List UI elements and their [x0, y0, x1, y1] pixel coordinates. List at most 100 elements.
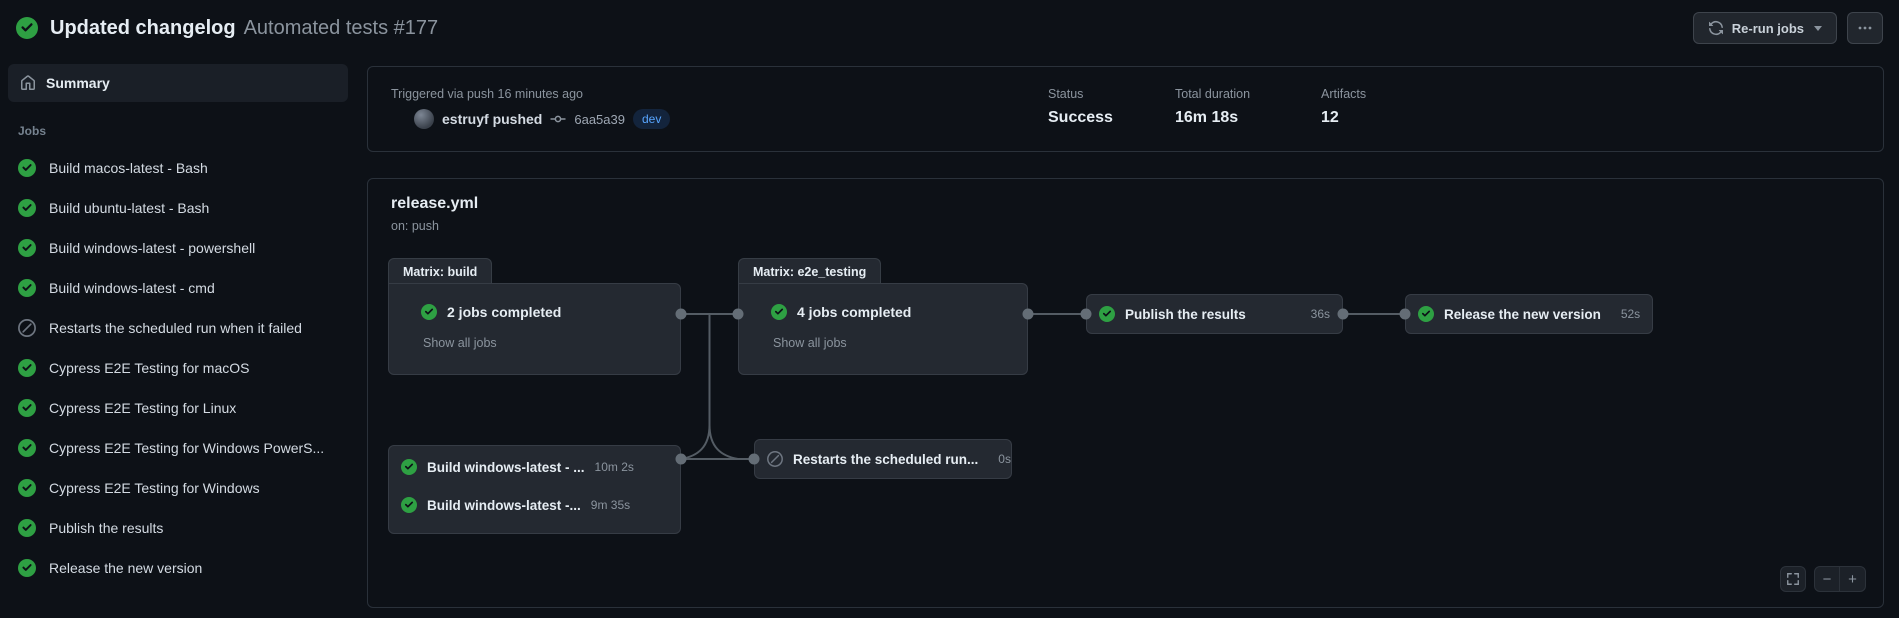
- node-label: Publish the results: [1125, 306, 1246, 322]
- workflow-graph-card: release.yml on: push Matrix: build 2 job…: [367, 178, 1884, 608]
- job-label: Release the new version: [49, 560, 203, 576]
- matrix-build-summary: 2 jobs completed: [447, 304, 562, 320]
- matrix-e2e-tab: Matrix: e2e_testing: [738, 258, 882, 284]
- sidebar-job-item[interactable]: Cypress E2E Testing for Windows PowerS..…: [18, 428, 346, 468]
- artifacts-label: Artifacts: [1321, 87, 1367, 101]
- chevron-down-icon: [1814, 25, 1822, 31]
- sidebar-job-item[interactable]: Release the new version: [18, 548, 346, 588]
- check-circle-icon: [18, 399, 36, 417]
- branch-badge[interactable]: dev: [632, 109, 671, 129]
- job-label: Build windows-latest - cmd: [49, 280, 215, 296]
- check-circle-icon: [18, 279, 36, 297]
- node-duration: 36s: [1310, 307, 1330, 321]
- job-label: Cypress E2E Testing for Windows: [49, 480, 260, 496]
- sidebar-job-item[interactable]: Publish the results: [18, 508, 346, 548]
- sidebar-job-item[interactable]: Cypress E2E Testing for Windows: [18, 468, 346, 508]
- skipped-icon: [767, 451, 783, 467]
- workflow-trigger: on: push: [391, 219, 439, 233]
- sidebar-job-item[interactable]: Build windows-latest - cmd: [18, 268, 346, 308]
- graph-node-build-windows-b[interactable]: Build windows-latest -... 9m 35s: [401, 488, 670, 522]
- matrix-build-show-all-link[interactable]: Show all jobs: [423, 336, 497, 350]
- check-circle-icon: [401, 497, 417, 513]
- build-jobs-group-node: Build windows-latest - ... 10m 2s Build …: [388, 445, 681, 534]
- check-circle-icon: [18, 359, 36, 377]
- node-duration: 0s: [998, 452, 1011, 466]
- job-label: Build ubuntu-latest - Bash: [49, 200, 210, 216]
- zoom-in-button[interactable]: +: [1848, 570, 1857, 588]
- artifacts-value: 12: [1321, 109, 1339, 126]
- header-actions: Re-run jobs: [1692, 12, 1883, 44]
- job-label: Restarts the scheduled run when it faile…: [49, 320, 302, 336]
- sidebar-job-item[interactable]: Cypress E2E Testing for Linux: [18, 388, 346, 428]
- git-commit-icon: [550, 111, 566, 127]
- more-options-button[interactable]: [1847, 12, 1883, 44]
- status-value: Success: [1048, 109, 1113, 126]
- matrix-e2e-summary: 4 jobs completed: [797, 304, 912, 320]
- run-header: Updated changelog Automated tests #177 R…: [0, 0, 1899, 56]
- check-circle-icon: [401, 459, 417, 475]
- job-label: Build macos-latest - Bash: [49, 160, 208, 176]
- check-circle-icon: [1099, 306, 1115, 322]
- zoom-out-button[interactable]: −: [1815, 567, 1841, 591]
- rerun-jobs-label: Re-run jobs: [1731, 20, 1804, 36]
- node-duration: 52s: [1620, 307, 1641, 321]
- check-circle-icon: [1418, 306, 1434, 322]
- matrix-e2e-node[interactable]: 4 jobs completed Show all jobs: [738, 283, 1028, 375]
- duration-value: 16m 18s: [1175, 109, 1239, 126]
- jobs-section-heading: Jobs: [18, 124, 47, 138]
- status-label: Status: [1048, 87, 1084, 101]
- commit-sha-link[interactable]: 6aa5a39: [574, 111, 625, 127]
- check-circle-icon: [421, 304, 437, 320]
- kebab-icon: [1857, 20, 1873, 36]
- check-circle-icon: [18, 519, 36, 537]
- job-label: Publish the results: [49, 520, 164, 536]
- run-info-card: Triggered via push 16 minutes ago estruy…: [367, 66, 1884, 152]
- job-label: Cypress E2E Testing for Windows PowerS..…: [49, 440, 325, 456]
- node-duration: 9m 35s: [590, 498, 631, 512]
- graph-connectors: [675, 308, 1411, 465]
- sidebar-job-item[interactable]: Build macos-latest - Bash: [18, 148, 346, 188]
- check-circle-icon: [771, 304, 787, 320]
- check-circle-icon: [18, 479, 36, 497]
- matrix-e2e-show-all-link[interactable]: Show all jobs: [773, 336, 847, 350]
- home-icon: [20, 75, 36, 91]
- sidebar-item-summary[interactable]: Summary: [8, 64, 348, 102]
- graph-controls: − +: [1780, 566, 1866, 592]
- sidebar-job-item[interactable]: Restarts the scheduled run when it faile…: [18, 308, 346, 348]
- page-subtitle: Automated tests #177: [243, 16, 439, 39]
- graph-node-restarts[interactable]: Restarts the scheduled run... 0s: [754, 439, 1012, 479]
- matrix-build-tab: Matrix: build: [388, 258, 493, 284]
- skipped-icon: [18, 319, 36, 337]
- node-duration: 10m 2s: [594, 460, 634, 474]
- page-title: Updated changelog: [50, 16, 236, 39]
- check-circle-icon: [16, 17, 38, 39]
- graph-node-release[interactable]: Release the new version 52s: [1405, 294, 1653, 334]
- node-label: Build windows-latest - ...: [427, 459, 585, 475]
- node-label: Build windows-latest -...: [427, 497, 581, 513]
- rerun-jobs-button[interactable]: Re-run jobs: [1692, 12, 1837, 44]
- actor-pushed-text[interactable]: estruyf pushed: [442, 111, 543, 127]
- check-circle-icon: [18, 159, 36, 177]
- node-label: Restarts the scheduled run...: [793, 451, 979, 467]
- avatar[interactable]: [414, 109, 434, 129]
- node-label: Release the new version: [1444, 306, 1601, 322]
- fullscreen-icon: [1786, 572, 1800, 586]
- sidebar-job-item[interactable]: Build ubuntu-latest - Bash: [18, 188, 346, 228]
- check-circle-icon: [18, 239, 36, 257]
- graph-node-build-windows-a[interactable]: Build windows-latest - ... 10m 2s: [401, 450, 670, 484]
- job-label: Cypress E2E Testing for Linux: [49, 400, 237, 416]
- sidebar-job-item[interactable]: Cypress E2E Testing for macOS: [18, 348, 346, 388]
- check-circle-icon: [18, 559, 36, 577]
- summary-label: Summary: [46, 75, 110, 91]
- fullscreen-button[interactable]: [1780, 566, 1806, 592]
- check-circle-icon: [18, 439, 36, 457]
- matrix-build-node[interactable]: 2 jobs completed Show all jobs: [388, 283, 681, 375]
- sidebar-job-item[interactable]: Build windows-latest - powershell: [18, 228, 346, 268]
- sync-icon: [1708, 20, 1724, 36]
- workflow-file-name: release.yml: [391, 195, 479, 212]
- job-label: Cypress E2E Testing for macOS: [49, 360, 250, 376]
- check-circle-icon: [18, 199, 36, 217]
- graph-node-publish[interactable]: Publish the results 36s: [1086, 294, 1343, 334]
